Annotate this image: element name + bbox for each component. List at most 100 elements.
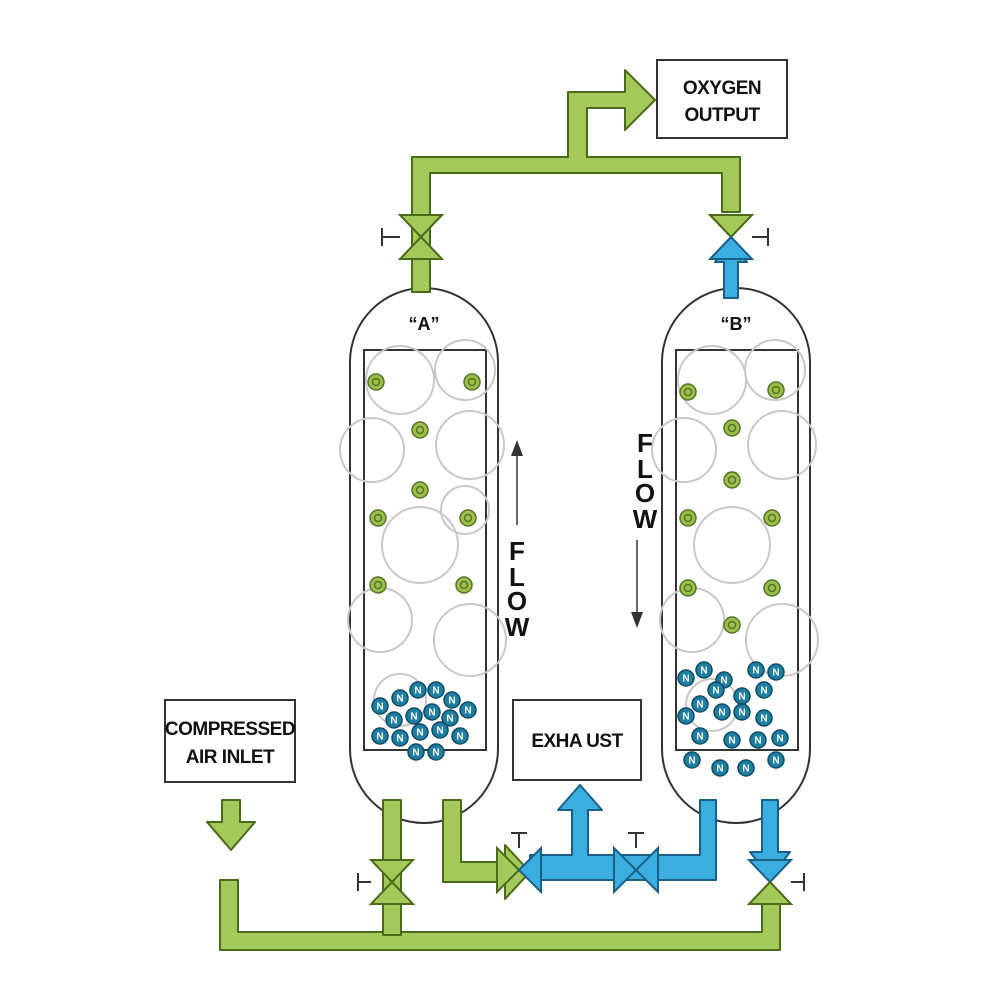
inlet-arrow (206, 799, 256, 851)
nitrogen-molecule (691, 727, 709, 745)
oxygen-molecule (679, 509, 697, 527)
valve-exhaust-left[interactable] (496, 832, 542, 895)
oxygen-molecule (455, 576, 473, 594)
tank-a-label: “A” (409, 314, 440, 334)
nitrogen-symbol: N (760, 686, 767, 697)
flow-b-letter-4: W (633, 504, 658, 534)
oxygen-molecule-core (683, 387, 693, 397)
nitrogen-symbol: N (448, 696, 455, 707)
nitrogen-symbol: N (414, 686, 421, 697)
nitrogen-molecule (767, 751, 785, 769)
valve-a-top[interactable] (381, 214, 445, 260)
oxygen-output-box: OXYGEN OUTPUT (656, 59, 788, 139)
flow-a-letter-2: L (509, 562, 525, 592)
oxygen-molecule-core (771, 385, 781, 395)
nitrogen-symbol: N (390, 716, 397, 727)
nitrogen-symbol: N (432, 748, 439, 759)
oxygen-molecule (459, 509, 477, 527)
valve-b-bottom[interactable] (746, 859, 805, 905)
nitrogen-symbol: N (760, 714, 767, 725)
compressed-air-inlet-box: COMPRESSED AIR INLET (164, 699, 296, 783)
oxygen-output-label-2: OUTPUT (684, 105, 760, 126)
oxygen-molecule-core (767, 583, 777, 593)
nitrogen-symbol: N (696, 732, 703, 743)
feed-pipe (219, 879, 781, 951)
oxygen-molecule (723, 471, 741, 489)
flow-a-letter-4: W (505, 612, 530, 642)
exhaust-box: EXHA UST (512, 699, 642, 781)
oxygen-molecule (411, 421, 429, 439)
nitrogen-symbol: N (376, 732, 383, 743)
nitrogen-molecule (707, 681, 725, 699)
nitrogen-molecule (371, 727, 389, 745)
nitrogen-symbol: N (752, 666, 759, 677)
flow-b-letter-1: F (637, 428, 653, 458)
nitrogen-symbol: N (432, 686, 439, 697)
nitrogen-symbol: N (456, 732, 463, 743)
nitrogen-molecule (443, 691, 461, 709)
oxygen-molecule (463, 373, 481, 391)
nitrogen-molecule (771, 729, 789, 747)
nitrogen-symbol: N (436, 726, 443, 737)
oxygen-molecule-core (767, 513, 777, 523)
valve-b-top[interactable] (707, 214, 769, 260)
nitrogen-molecule (459, 701, 477, 719)
nitrogen-molecule (747, 661, 765, 679)
nitrogen-molecule (695, 661, 713, 679)
nitrogen-symbol: N (412, 748, 419, 759)
oxygen-molecule (763, 509, 781, 527)
nitrogen-molecule (755, 709, 773, 727)
nitrogen-molecule (391, 689, 409, 707)
nitrogen-symbol: N (446, 714, 453, 725)
nitrogen-molecule (737, 759, 755, 777)
flow-b-letter-2: L (637, 454, 653, 484)
oxygen-molecule (411, 481, 429, 499)
oxygen-molecule-core (727, 423, 737, 433)
oxygen-molecule-core (727, 475, 737, 485)
nitrogen-molecule (371, 697, 389, 715)
nitrogen-molecule (385, 711, 403, 729)
nitrogen-symbol: N (742, 764, 749, 775)
oxygen-molecule-core (415, 485, 425, 495)
nitrogen-symbol: N (718, 708, 725, 719)
nitrogen-molecule (723, 731, 741, 749)
oxygen-molecule (679, 579, 697, 597)
nitrogen-symbol: N (428, 708, 435, 719)
flow-a-indicator: F L O W (505, 440, 530, 642)
nitrogen-molecule (427, 743, 445, 761)
oxygen-molecule (679, 383, 697, 401)
oxygen-molecule-core (467, 377, 477, 387)
nitrogen-symbol: N (738, 692, 745, 703)
nitrogen-molecule (431, 721, 449, 739)
nitrogen-symbol: N (396, 734, 403, 745)
compressed-air-label-2: AIR INLET (186, 747, 275, 768)
nitrogen-symbol: N (688, 756, 695, 767)
nitrogen-symbol: N (772, 668, 779, 679)
flow-a-letter-3: O (507, 586, 527, 616)
nitrogen-molecule (683, 751, 701, 769)
nitrogen-molecule (407, 743, 425, 761)
nitrogen-molecule (405, 707, 423, 725)
oxygen-molecule-core (371, 377, 381, 387)
valve-exhaust-right[interactable] (613, 832, 659, 895)
nitrogen-symbol: N (776, 734, 783, 745)
nitrogen-molecule (677, 707, 695, 725)
valve-a-bottom[interactable] (357, 859, 416, 905)
compressed-air-label-1: COMPRESSED (165, 719, 295, 740)
nitrogen-molecule (411, 723, 429, 741)
nitrogen-symbol: N (700, 666, 707, 677)
nitrogen-molecule (691, 695, 709, 713)
exhaust-manifold (529, 784, 717, 881)
nitrogen-molecule (441, 709, 459, 727)
nitrogen-molecule (713, 703, 731, 721)
nitrogen-molecule (409, 681, 427, 699)
tank-a-oxygen-molecules (367, 373, 481, 594)
nitrogen-molecule (677, 669, 695, 687)
tank-a-exhaust-pipe (442, 799, 531, 900)
top-pipe (411, 69, 741, 263)
nitrogen-symbol: N (728, 736, 735, 747)
tank-b-bed (651, 339, 819, 751)
nitrogen-symbol: N (720, 676, 727, 687)
oxygen-molecule (763, 579, 781, 597)
